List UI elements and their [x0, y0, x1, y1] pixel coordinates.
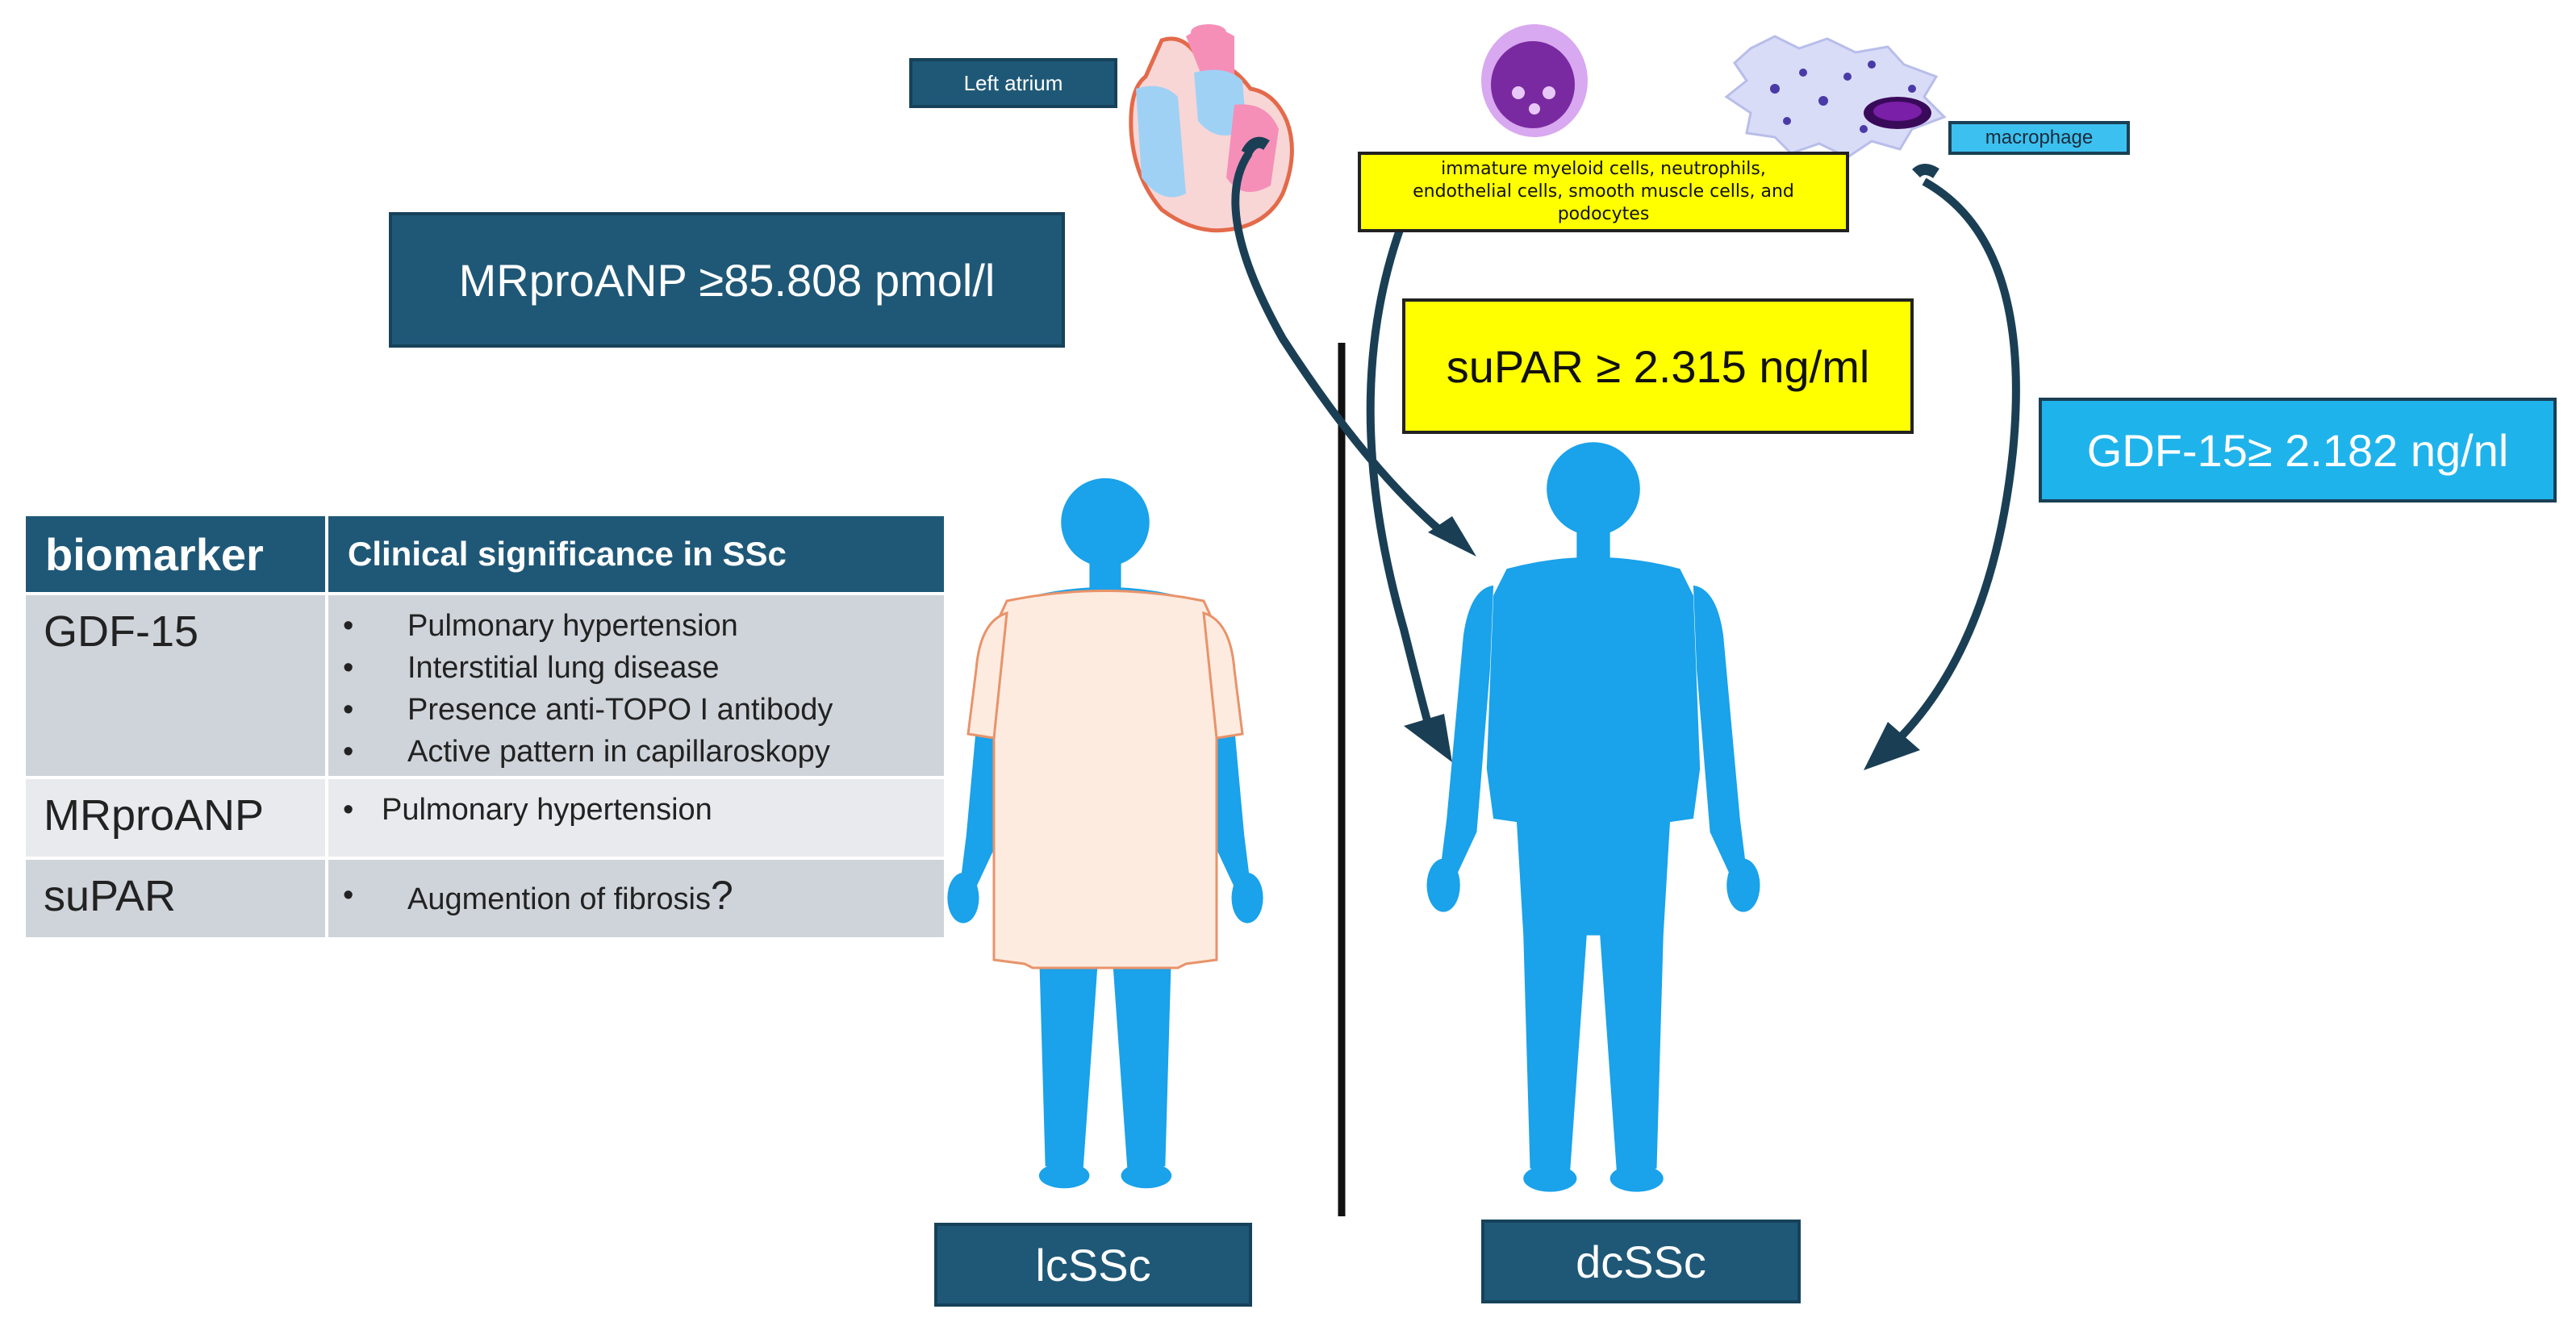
table-header-row: biomarker Clinical significance in SSc: [23, 513, 947, 595]
significance-cell: •Augmention of fibrosis?: [325, 857, 947, 940]
list-item: •Active pattern in capillaroskopy: [343, 735, 830, 769]
header-clinical-significance: Clinical significance in SSc: [325, 513, 947, 595]
lcssc-body-figure: [947, 477, 1263, 1189]
dcssc-body-figure: [1426, 442, 1760, 1192]
biomarker-table: biomarker Clinical significance in SSc G…: [23, 513, 947, 940]
dcssc-label: dcSSc: [1481, 1220, 1801, 1303]
list-item: •Pulmonary hypertension: [343, 793, 712, 827]
arrow-cells-to-dcssc: [1366, 228, 1436, 740]
supar-threshold-box: suPAR ≥ 2.315 ng/ml: [1402, 298, 1914, 434]
biomarker-name: suPAR: [23, 857, 328, 940]
table-row: suPAR •Augmention of fibrosis?: [23, 857, 947, 940]
list-item: •Pulmonary hypertension: [343, 609, 738, 643]
arrowhead-macrophage: [1864, 722, 1920, 770]
cells-label: immature myeloid cells, neutrophils, end…: [1358, 152, 1849, 232]
left-atrium-label: Left atrium: [909, 58, 1117, 108]
list-item: •Interstitial lung disease: [343, 651, 720, 685]
arrow-heart-to-dcssc: [1231, 136, 1455, 544]
significance-cell: •Pulmonary hypertension •Interstitial lu…: [325, 592, 947, 779]
arrowhead-heart: [1428, 516, 1476, 557]
mrproanp-threshold-box: MRproANP ≥85.808 pmol/l: [389, 212, 1065, 348]
table-row: GDF-15 •Pulmonary hypertension •Intersti…: [23, 592, 947, 779]
arrow-macrophage-to-dcssc: [1893, 164, 2020, 745]
gdf15-threshold-box: GDF-15≥ 2.182 ng/nl: [2039, 398, 2557, 502]
biomarker-name: GDF-15: [23, 592, 328, 779]
header-biomarker: biomarker: [23, 513, 328, 595]
list-item: •Presence anti-TOPO I antibody: [343, 693, 833, 727]
question-mark: ?: [710, 873, 733, 918]
macrophage-label: macrophage: [1948, 121, 2130, 155]
myeloid-cell-icon: [1481, 24, 1588, 137]
significance-cell: •Pulmonary hypertension: [325, 776, 947, 860]
biomarker-name: MRproANP: [23, 776, 328, 860]
arrowhead-cells: [1404, 714, 1452, 762]
heart-icon: [1129, 24, 1294, 233]
macrophage-cell-icon: [1724, 35, 1947, 159]
table-row: MRproANP •Pulmonary hypertension: [23, 776, 947, 860]
list-item: •Augmention of fibrosis?: [343, 873, 733, 918]
lcssc-label: lcSSc: [934, 1223, 1252, 1307]
